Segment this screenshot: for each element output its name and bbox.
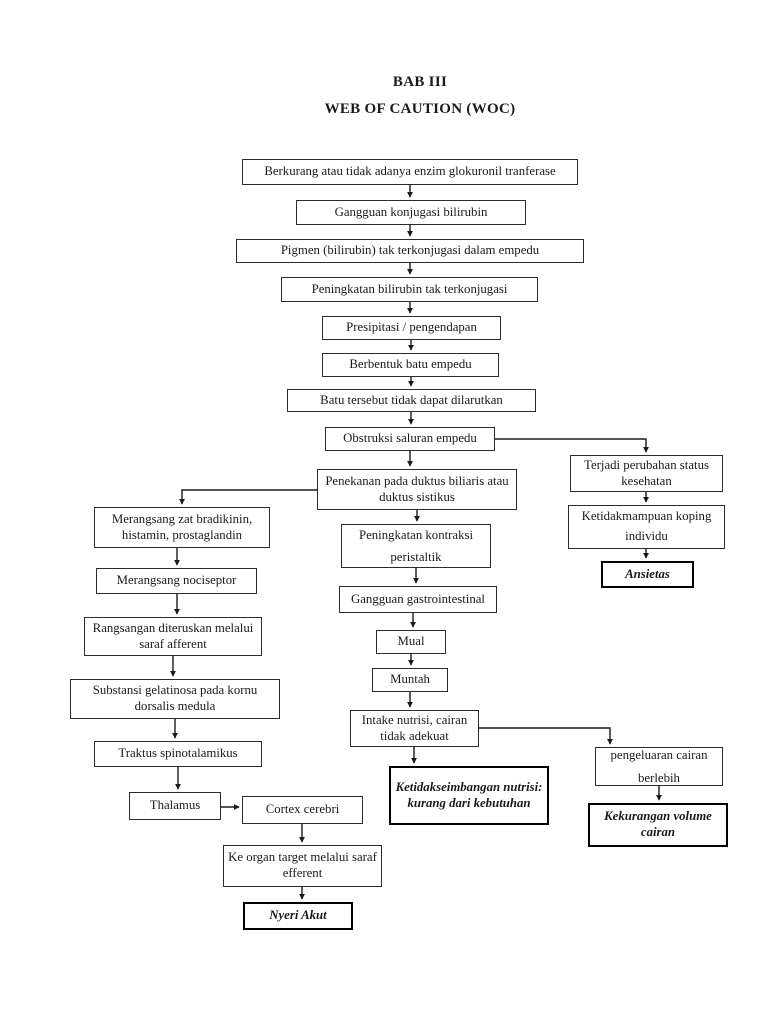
node-muntah: Muntah bbox=[372, 668, 448, 692]
page-title: WEB OF CAUTION (WOC) bbox=[324, 101, 516, 117]
node-perubahan-status: Terjadi perubahan status kesehatan bbox=[570, 455, 723, 492]
node-nociseptor: Merangsang nociseptor bbox=[96, 568, 257, 594]
node-gangguan-gastrointestinal: Gangguan gastrointestinal bbox=[339, 586, 497, 613]
node-berbentuk-batu: Berbentuk batu empedu bbox=[322, 353, 499, 377]
node-mual: Mual bbox=[376, 630, 446, 654]
arrow-intake-to-pengeluaran bbox=[479, 727, 613, 745]
arrow-obstruksi-to-terjadi bbox=[495, 438, 649, 453]
node-pigmen-bilirubin: Pigmen (bilirubin) tak terkonjugasi dala… bbox=[236, 239, 584, 263]
node-diagnosis-kekurangan-volume: Kekurangan volume cairan bbox=[588, 803, 728, 847]
node-diagnosis-nyeri-akut: Nyeri Akut bbox=[243, 902, 353, 930]
node-gangguan-konjugasi: Gangguan konjugasi bilirubin bbox=[296, 200, 526, 225]
node-presipitasi: Presipitasi / pengendapan bbox=[322, 316, 501, 340]
node-substansi-gelatinosa: Substansi gelatinosa pada kornu dorsalis… bbox=[70, 679, 280, 719]
node-kontraksi-peristaltik: Peningkatan kontraksi peristaltik bbox=[341, 524, 491, 568]
node-rangsangan-afferent: Rangsangan diteruskan melalui saraf affe… bbox=[84, 617, 262, 656]
node-intake-nutrisi: Intake nutrisi, cairan tidak adekuat bbox=[350, 710, 479, 747]
node-koping-individu: Ketidakmampuan koping individu bbox=[568, 505, 725, 549]
node-thalamus: Thalamus bbox=[129, 792, 221, 820]
node-organ-target: Ke organ target melalui saraf efferent bbox=[223, 845, 382, 887]
node-berkurang-enzim: Berkurang atau tidak adanya enzim glokur… bbox=[242, 159, 578, 185]
node-cortex-cerebri: Cortex cerebri bbox=[242, 796, 363, 824]
node-bradikinin: Merangsang zat bradikinin, histamin, pro… bbox=[94, 507, 270, 548]
node-traktus-spinotalamikus: Traktus spinotalamikus bbox=[94, 741, 262, 767]
arrow-penekanan-to-bradikinin bbox=[179, 489, 317, 505]
node-peningkatan-bilirubin: Peningkatan bilirubin tak terkonjugasi bbox=[281, 277, 538, 302]
node-diagnosis-ketidakseimbangan-nutrisi: Ketidakseimbangan nutrisi: kurang dari k… bbox=[389, 766, 549, 825]
node-penekanan-duktus: Penekanan pada duktus biliaris atau dukt… bbox=[317, 469, 517, 510]
node-batu-tidak-larut: Batu tersebut tidak dapat dilarutkan bbox=[287, 389, 536, 412]
node-diagnosis-ansietas: Ansietas bbox=[601, 561, 694, 588]
node-pengeluaran-cairan: pengeluaran cairan berlebih bbox=[595, 747, 723, 786]
chapter-heading: BAB III bbox=[392, 74, 448, 90]
node-obstruksi-saluran: Obstruksi saluran empedu bbox=[325, 427, 495, 451]
